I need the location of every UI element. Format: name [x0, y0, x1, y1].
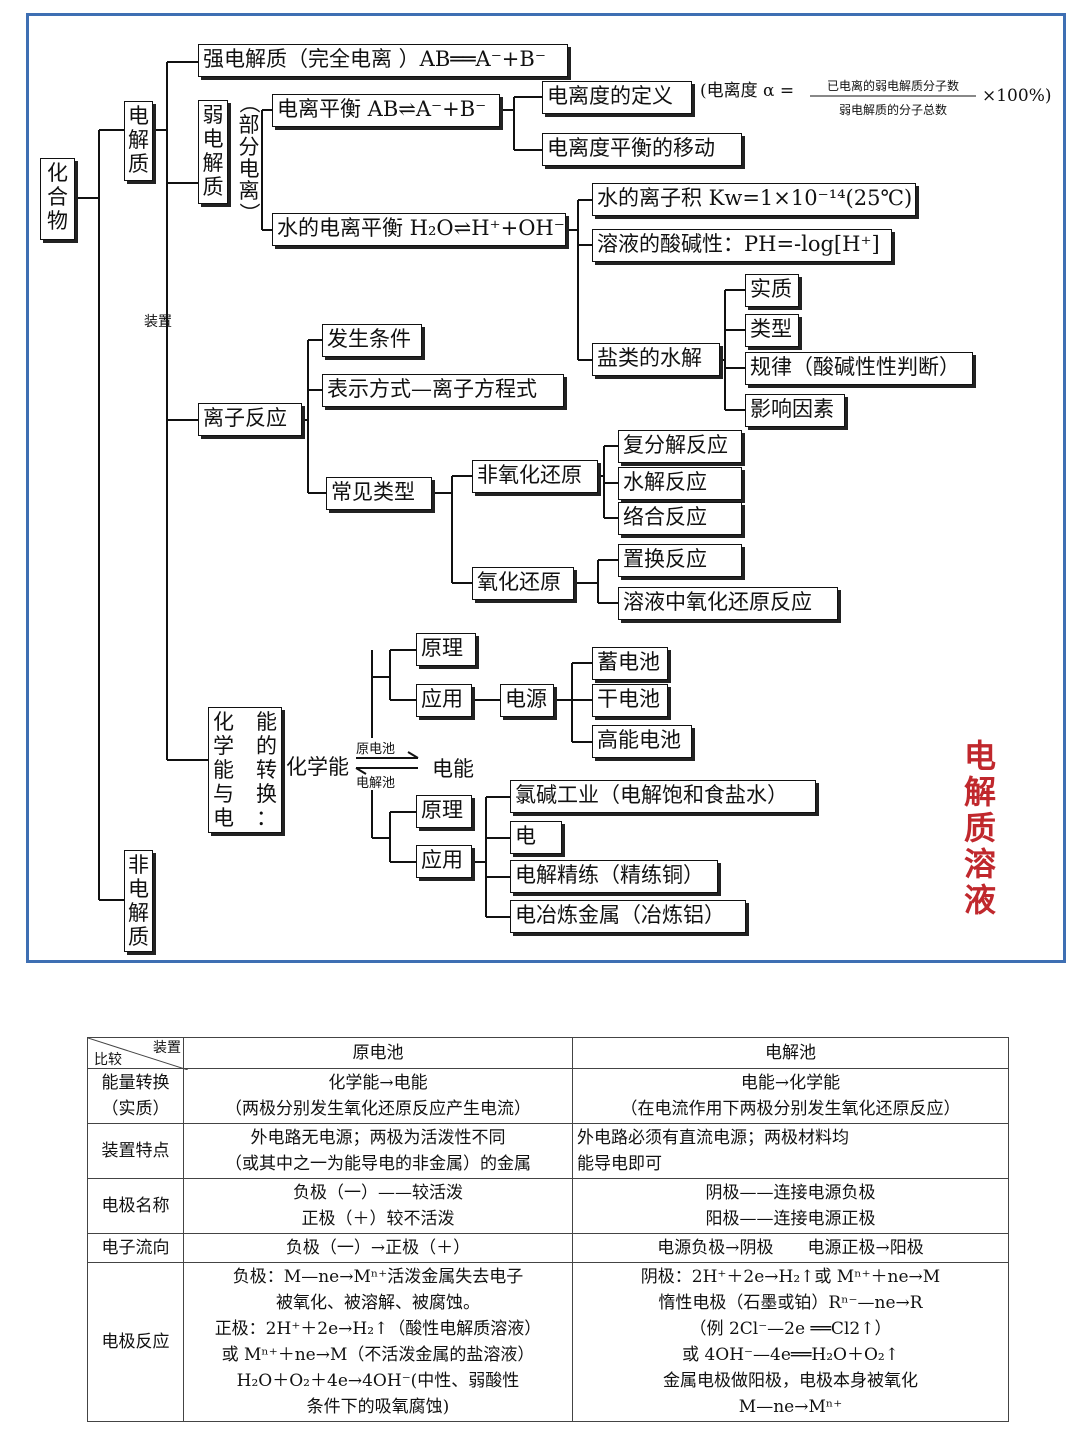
- header-device: 装置: [153, 1040, 181, 1056]
- node-water-balance: 水的电离平衡 H₂O⇌H⁺+OH⁻: [272, 213, 566, 246]
- row-electrolytic-cell: 阴极：2H⁺＋2e→H₂↑或 Mⁿ⁺＋ne→M 惰性电极（石墨或铂）Rⁿ⁻—ne…: [572, 1262, 1009, 1422]
- node-factors: 影响因素: [745, 394, 845, 427]
- row-label: 能量转换 （实质）: [87, 1068, 184, 1124]
- node-kw: 水的离子积 Kw=1×10⁻¹⁴(25℃): [592, 183, 916, 216]
- node-power-source: 电源: [500, 684, 554, 717]
- galvanic-arrow-label: 原电池: [356, 742, 396, 757]
- row-label: 电极反应: [87, 1262, 184, 1422]
- node-conditions: 发生条件: [322, 324, 422, 357]
- electric-energy-label: 电能: [432, 757, 474, 781]
- node-refining: 电解精练（精练铜）: [510, 860, 718, 893]
- table-row: 装置特点 外电路无电源；两极为活泼性不同 （或其中之一为能导电的非金属）的金属 …: [87, 1123, 1009, 1179]
- table-header-row: 比较 装置 原电池 电解池: [87, 1037, 1009, 1070]
- node-chlor-alkali: 氯碱工业（电解饱和食盐水）: [510, 780, 816, 813]
- node-hydrolysis-reaction: 水解反应: [618, 467, 742, 500]
- row-electrolytic-cell: 电能→化学能 （在电流作用下两极分别发生氧化还原反应）: [572, 1068, 1009, 1124]
- header-corner-cell: 比较 装置: [87, 1037, 188, 1070]
- row-galvanic-cell: 负极（一）——较活泼 正极（＋）较不活泼: [183, 1178, 573, 1234]
- side-title: 电解质溶液: [963, 737, 996, 919]
- node-high-energy-battery: 高能电池: [592, 725, 692, 758]
- node-dry-battery: 干电池: [592, 684, 668, 717]
- degree-formula-prefix: (电离度 α =: [700, 81, 795, 101]
- diagonal-divider: [88, 1038, 188, 1070]
- node-compound: 化合物: [40, 158, 75, 240]
- table-row: 电极反应 负极：M—ne→Mⁿ⁺活泼金属失去电子 被氧化、被溶解、被腐蚀。 正极…: [87, 1262, 1009, 1422]
- row-electrolytic-cell: 电源负极→阴极 电源正极→阳极: [572, 1233, 1009, 1263]
- node-degree-shift: 电离度平衡的移动: [542, 133, 742, 166]
- table-row: 能量转换 （实质） 化学能→电能 （两极分别发生氧化还原反应产生电流） 电能→化…: [87, 1068, 1009, 1124]
- row-label: 电子流向: [87, 1233, 184, 1263]
- node-smelting: 电冶炼金属（冶炼铝）: [510, 900, 746, 933]
- node-expression: 表示方式—离子方程式: [322, 374, 564, 407]
- node-weak-electrolyte: 弱电解质: [198, 100, 228, 204]
- node-principle-electrolytic: 原理: [416, 795, 472, 828]
- degree-formula-denominator: 弱电解质的分子总数: [838, 103, 947, 117]
- node-partial-ionization: （部分电离）: [237, 92, 261, 224]
- row-label: 电极名称: [87, 1178, 184, 1234]
- row-galvanic-cell: 负极（一）→正极（＋）: [183, 1233, 573, 1263]
- node-ionization-balance: 电离平衡 AB⇌A⁻+B⁻: [272, 94, 500, 127]
- chemical-energy-label: 化学能: [286, 755, 349, 779]
- degree-formula-numerator: 已电离的弱电解质分子数: [826, 79, 959, 93]
- row-galvanic-cell: 化学能→电能 （两极分别发生氧化还原反应产生电流）: [183, 1068, 573, 1124]
- node-double-decomposition: 复分解反应: [618, 430, 742, 463]
- row-electrolytic-cell: 阴极——连接电源负极 阳极——连接电源正极: [572, 1178, 1009, 1234]
- node-application-electrolytic: 应用: [416, 845, 472, 878]
- node-electrolyte: 电解质: [124, 101, 153, 181]
- node-hydrolysis: 盐类的水解: [592, 343, 720, 376]
- row-galvanic-cell: 外电路无电源；两极为活泼性不同 （或其中之一为能导电的非金属）的金属: [183, 1123, 573, 1179]
- electrolytic-arrow-label: 电解池: [356, 776, 396, 791]
- degree-formula-suffix: ×100%): [982, 86, 1052, 106]
- table-row: 电极名称 负极（一）——较活泼 正极（＋）较不活泼 阴极——连接电源负极 阳极—…: [87, 1178, 1009, 1234]
- row-galvanic-cell: 负极：M—ne→Mⁿ⁺活泼金属失去电子 被氧化、被溶解、被腐蚀。 正极：2H⁺＋…: [183, 1262, 573, 1422]
- comparison-table: 比较 装置 原电池 电解池 能量转换 （实质） 化学能→电能 （两极分别发生氧化…: [87, 1037, 1009, 1422]
- row-label: 装置特点: [87, 1123, 184, 1179]
- node-essence: 实质: [745, 274, 799, 307]
- node-solution-redox: 溶液中氧化还原反应: [618, 587, 838, 620]
- node-strong-electrolyte: 强电解质（完全电离 ）AB══A⁻+B⁻: [198, 44, 568, 77]
- diagram-frame: [26, 13, 1066, 963]
- node-electro: 电: [510, 821, 562, 854]
- node-type: 类型: [745, 314, 799, 347]
- header-galvanic: 原电池: [183, 1037, 573, 1069]
- node-degree-definition: 电离度的定义: [542, 81, 692, 114]
- node-ph: 溶液的酸碱性：PH=-log[H⁺]: [592, 229, 892, 262]
- node-complex-reaction: 络合反应: [618, 502, 742, 535]
- node-application-galvanic: 应用: [416, 684, 472, 717]
- node-common-types: 常见类型: [326, 477, 432, 510]
- table-row: 电子流向 负极（一）→正极（＋） 电源负极→阴极 电源正极→阳极: [87, 1233, 1009, 1263]
- node-rule: 规律（酸碱性性判断）: [745, 352, 973, 385]
- row-electrolytic-cell: 外电路必须有直流电源；两极材料均 能导电即可: [572, 1123, 1009, 1179]
- node-storage-battery: 蓄电池: [592, 647, 668, 680]
- node-non-redox: 非氧化还原: [472, 460, 598, 493]
- node-energy-conversion: 化学能与电 能的转换：: [208, 707, 282, 833]
- connector-lines: [75, 61, 976, 918]
- header-compare: 比较: [94, 1052, 122, 1068]
- header-electrolytic: 电解池: [572, 1037, 1009, 1069]
- node-ion-reaction: 离子反应: [198, 403, 302, 436]
- device-label: 装置: [144, 314, 172, 330]
- node-non-electrolyte: 非电解质: [124, 850, 153, 952]
- node-redox: 氧化还原: [472, 567, 574, 600]
- node-displacement: 置换反应: [618, 544, 742, 577]
- node-principle-galvanic: 原理: [416, 633, 476, 666]
